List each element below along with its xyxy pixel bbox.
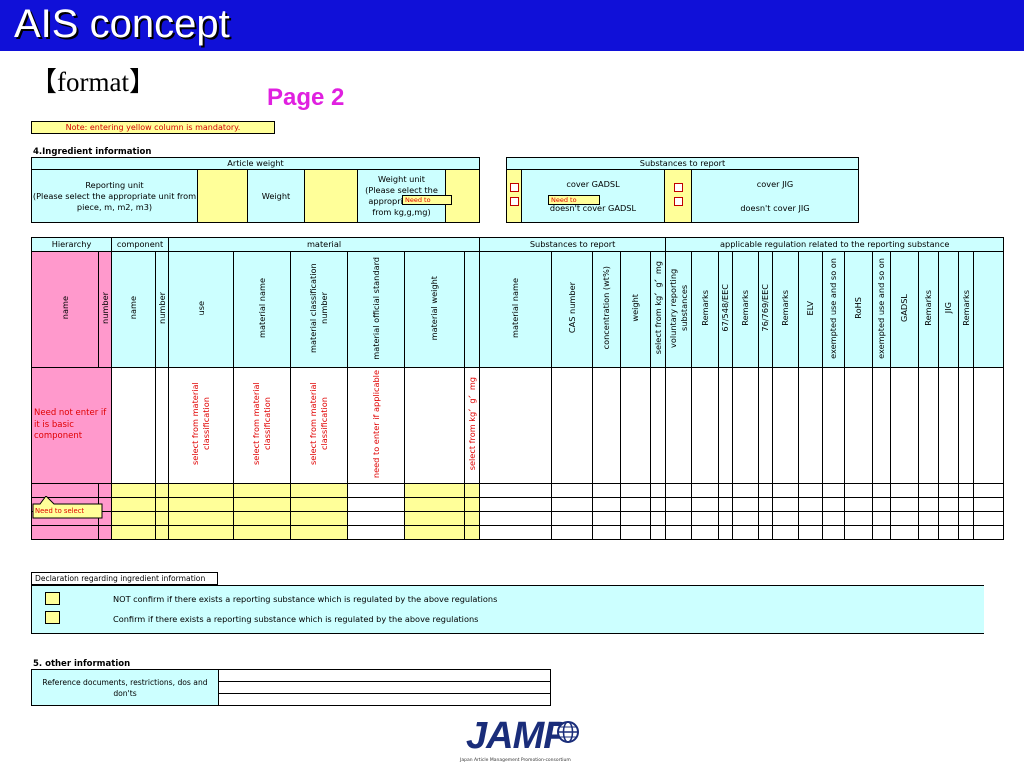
material-weight-unit-guidance: select from kg、g、mg [466,377,477,471]
page-label: Page 2 [267,84,345,111]
reporting-unit-label: Reporting unit (Please select the approp… [31,169,198,223]
col-remarks-2: Remarks [740,290,751,326]
substances-report-header: Substances to report [505,157,860,170]
table-row[interactable] [31,511,1005,526]
ingredient-section-title: 4.Ingredient information [33,147,152,157]
jig-checkbox-cell[interactable] [664,169,692,223]
col-rohs: RoHS [853,297,864,319]
jamp-logo-subtitle: Japan Article Management Promotion-conso… [460,758,571,763]
group-substances: Substances to report [479,237,667,252]
reference-input-2[interactable] [218,681,551,694]
group-component: component [111,237,170,252]
page-title: AIS concept [14,2,230,46]
jamp-logo-text: JAMP [466,715,569,757]
material-class-guidance: select from material classification [308,382,330,466]
col-material-class-number: material classification number [308,263,330,353]
group-hierarchy: Hierarchy [30,237,113,252]
hierarchy-guidance: Need not enter if it is basic component [30,367,113,484]
declaration-title: Declaration regarding ingredient informa… [31,572,218,585]
article-weight-table: Article weight Reporting unit (Please se… [30,157,481,223]
col-67-548-eec: 67/548/EEC [720,284,731,332]
col-material-standard: material official standard [370,256,381,360]
cover-gadsl-label: cover GADSL [566,179,620,189]
reference-label: Reference documents, restrictions, dos a… [31,669,219,706]
declaration-confirm-checkbox[interactable] [45,611,60,624]
col-remarks-4: Remarks [923,290,934,326]
table-row[interactable] [31,483,1005,498]
col-component-number: number [156,292,167,324]
weight-label: Weight [247,169,305,223]
not-cover-gadsl-checkbox[interactable] [509,197,519,206]
need-to-select-tooltip: Need to select [35,507,85,515]
need-to-select-callout [32,496,103,519]
other-section-title: 5. other information [33,659,131,669]
weight-input[interactable] [304,169,358,223]
col-weight-unit: select from kg、g、mg [652,261,663,355]
format-label: 【format】 [30,67,156,97]
col-hierarchy-number: number [99,292,110,324]
reporting-unit-input[interactable] [197,169,248,223]
table-row[interactable] [31,525,1005,540]
col-use: use [195,300,206,316]
group-material: material [168,237,481,252]
cover-gadsl-checkbox[interactable] [509,183,519,192]
col-cas-number: CAS number [566,282,577,334]
material-standard-guidance: need to enter if applicable [370,369,381,479]
gadsl-checkbox-cell[interactable] [506,169,522,223]
col-76-769-eec: 76/769/EEC [760,284,771,332]
col-elv: ELV [805,300,816,316]
col-substance-material-name: material name [510,278,521,338]
col-exempted-1: exempted use and so on [828,257,839,359]
ingredient-table: Hierarchy component material Substances … [30,237,1005,540]
group-regulation: applicable regulation related to the rep… [665,237,1005,252]
globe-icon [557,721,579,743]
jig-options: cover JIG doesn't cover JIG [690,169,860,223]
declaration-not-confirm-checkbox[interactable] [45,592,60,605]
col-hierarchy-name: name [59,296,70,320]
table-row[interactable] [31,497,1005,512]
other-info-table: Reference documents, restrictions, dos a… [31,669,551,706]
declaration-confirm-label: Confirm if there exists a reporting subs… [113,614,479,624]
col-remarks-1: Remarks [699,290,710,326]
col-concentration: concentration (wt%) [601,266,612,350]
col-material-weight: material weight [429,275,440,341]
col-remarks-5: Remarks [960,290,971,326]
mandatory-note: Note: entering yellow column is mandator… [31,121,275,134]
material-name-guidance: select from material classification [251,382,273,466]
col-material-name: material name [256,278,267,338]
col-exempted-2: exempted use and so on [876,257,887,359]
reference-input-3[interactable] [218,693,551,706]
not-cover-jig-checkbox[interactable] [673,197,683,206]
cover-jig-checkbox[interactable] [673,183,683,192]
declaration-box [31,585,984,634]
col-component-name: name [128,296,139,320]
guidance-row: Need not enter if it is basic component … [30,367,1005,484]
col-weight: weight [630,294,641,322]
not-cover-jig-label: doesn't cover JIG [740,203,810,213]
declaration-not-confirm-label: NOT confirm if there exists a reporting … [113,594,498,604]
weight-unit-tooltip: Need to [402,195,452,205]
substances-tooltip: Need to [548,195,600,205]
substances-report-table: Substances to report cover GADSL doesn't … [505,157,860,223]
col-voluntary: voluntary reporting substances [667,268,689,348]
col-gadsl: GADSL [899,293,910,322]
article-weight-header: Article weight [30,157,481,170]
col-remarks-3: Remarks [780,290,791,326]
use-guidance: select from material classification [190,382,212,466]
reference-input-1[interactable] [218,669,551,682]
title-bar [0,0,1024,51]
not-cover-gadsl-label: doesn't cover GADSL [549,203,637,213]
col-jig: JIG [943,302,954,314]
cover-jig-label: cover JIG [756,179,794,189]
